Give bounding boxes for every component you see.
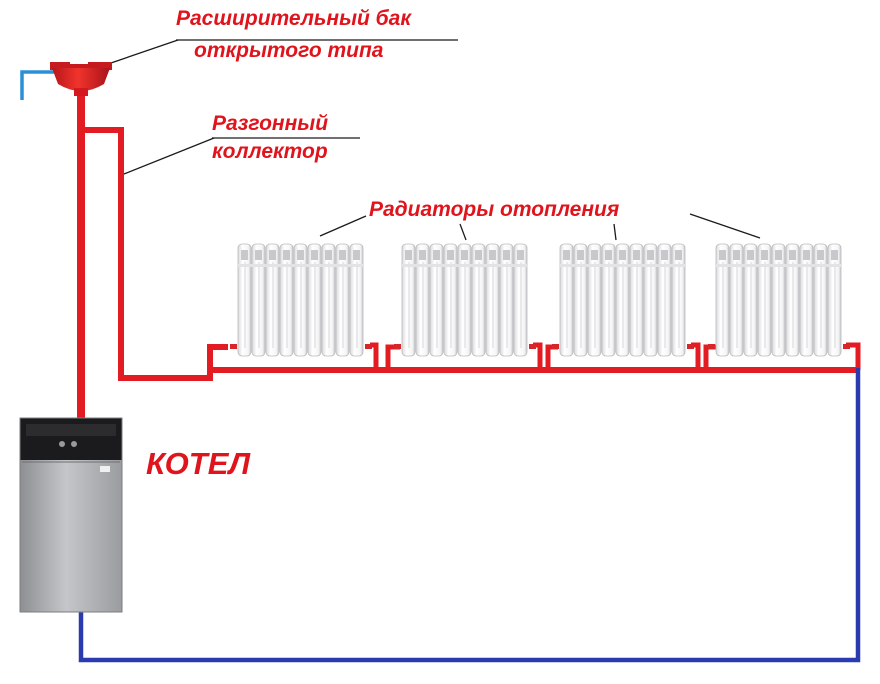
radiator-leader-line-2	[459, 223, 467, 241]
radiator-icon	[552, 243, 694, 357]
radiator-3-connection-pipe	[545, 344, 558, 370]
collector-label-line2: коллектор	[212, 140, 328, 163]
radiator-4-connection-pipe	[703, 344, 716, 370]
boiler-icon	[19, 417, 123, 613]
water-inlet-pipe	[20, 70, 54, 100]
radiator-leader-line-4	[689, 213, 761, 239]
collector-label-line1: Разгонный	[212, 112, 329, 135]
tank-label-line1: Расширительный бак	[176, 7, 411, 30]
radiators	[230, 243, 850, 357]
tank-label-line2: открытого типа	[194, 39, 384, 62]
radiator-leader-line-1	[319, 215, 367, 237]
expansion-tank-icon	[50, 24, 112, 96]
collector-leader-line	[123, 137, 215, 175]
leader-lines	[107, 39, 761, 241]
tank-leader-line	[107, 39, 179, 65]
radiator-2-connection-pipe	[385, 344, 400, 370]
accelerating-collector-pipe	[81, 127, 228, 381]
radiators-label: Радиаторы отопления	[369, 198, 620, 221]
radiator-icon	[708, 243, 850, 357]
radiator-icon	[230, 243, 372, 357]
radiator-icon	[394, 243, 536, 357]
radiator-leader-line-3	[613, 223, 617, 241]
return-pipe	[78, 368, 861, 663]
boiler-label: КОТЕЛ	[146, 446, 251, 481]
